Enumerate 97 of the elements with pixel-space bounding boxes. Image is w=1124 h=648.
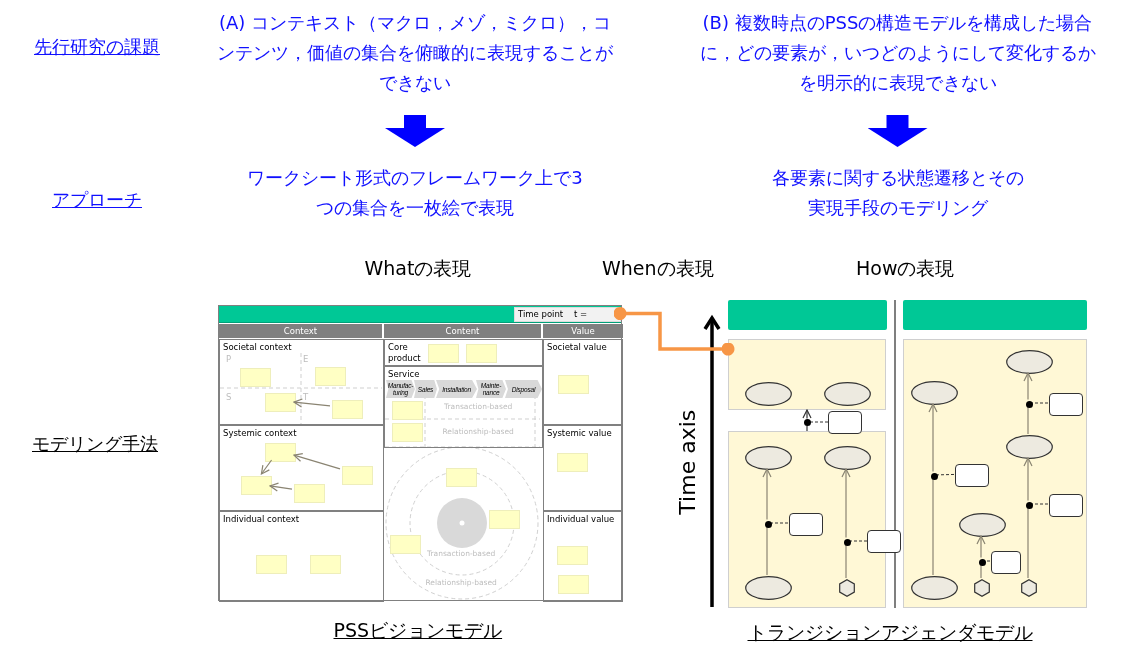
sticky-note <box>332 400 363 419</box>
cell-label: Core product <box>388 342 422 364</box>
junction-dot <box>803 418 811 426</box>
sticky-note <box>240 368 271 387</box>
header-bar <box>903 300 1087 330</box>
problem-statement: (B) 複数時点のPSSの構造モデルを構成した場合に，どの要素が，いつどのようにして変化するかを明示的に表現できない <box>695 8 1100 115</box>
cell-label: Individual context <box>223 514 300 525</box>
worksheet-cell <box>543 425 623 511</box>
quadrant-letter: S <box>226 392 232 403</box>
sticky-note <box>489 510 520 529</box>
worksheet-cell <box>543 511 623 602</box>
arrow <box>260 459 273 475</box>
junction-dot <box>1025 400 1033 408</box>
timeslice-panel <box>728 431 886 608</box>
arrow <box>928 403 938 473</box>
sticky-note <box>557 453 588 472</box>
sticky-note <box>446 468 477 487</box>
axis-label: Time axis <box>674 409 701 515</box>
header-bar <box>728 300 887 330</box>
cell-label: Societal context <box>223 342 292 353</box>
sticky-note <box>428 344 459 363</box>
column-title: Whenの表現 <box>602 256 714 280</box>
cell-label: Societal value <box>547 342 607 353</box>
worksheet-cell <box>384 339 543 366</box>
cell-label: Individual value <box>547 514 615 525</box>
section-heading: アプローチ <box>52 189 142 211</box>
block-arrow <box>385 115 445 147</box>
arrow <box>976 535 986 559</box>
arrow <box>1023 372 1033 401</box>
sticky-note <box>558 375 589 394</box>
sticky-note <box>265 443 296 462</box>
worksheet-cell <box>219 425 384 511</box>
cell-label: Service <box>388 369 420 380</box>
model-caption: トランジションアジェンダモデル <box>747 620 1033 644</box>
model-caption: PSSビジョンモデル <box>333 618 503 642</box>
sticky-note <box>558 575 589 594</box>
column-title: Whatの表現 <box>364 256 472 280</box>
sticky-note <box>241 476 272 495</box>
sticky-note <box>342 466 373 485</box>
leader-line <box>936 473 955 476</box>
junction-dot <box>764 520 772 528</box>
sticky-note <box>392 401 423 420</box>
section-heading: 先行研究の課題 <box>34 36 160 58</box>
leader-line <box>770 522 789 524</box>
leader-line <box>810 421 829 423</box>
worksheet-panel <box>218 305 622 601</box>
sticky-note <box>265 393 296 412</box>
sticky-note <box>256 555 287 574</box>
arrow <box>802 409 812 420</box>
timeslice-panel <box>903 339 1087 608</box>
sticky-note <box>392 423 423 442</box>
means-box <box>991 550 1021 574</box>
arrow <box>762 468 772 521</box>
arrow <box>841 468 851 539</box>
quadrant-letter: T <box>303 392 309 403</box>
time-point-field: Time point t = <box>514 307 621 322</box>
means-box <box>867 529 901 553</box>
block-arrow <box>867 115 928 147</box>
sticky-note <box>315 367 346 386</box>
sticky-note <box>294 484 325 503</box>
worksheet-cell <box>384 366 543 448</box>
means-box <box>1049 493 1083 517</box>
means-box <box>1049 392 1083 416</box>
junction-dot <box>930 472 938 480</box>
junction-dot <box>978 558 986 566</box>
arrow <box>269 482 293 492</box>
arrow <box>293 453 341 470</box>
sticky-note <box>390 535 421 554</box>
timeslice-panel <box>728 339 886 410</box>
column-header: Content <box>384 324 541 338</box>
worksheet-cell <box>543 339 623 425</box>
arrow <box>293 398 331 408</box>
cell-label: Systemic context <box>223 428 297 439</box>
sticky-note <box>466 344 497 363</box>
worksheet-cell <box>219 511 384 602</box>
leader-line <box>984 560 991 562</box>
worksheet-cell <box>219 339 384 425</box>
approach-text: 各要素に関する状態遷移とその実現手段のモデリング <box>770 147 1026 227</box>
approach-text: ワークシート形式のフレームワーク上で3つの集合を一枚絵で表現 <box>240 147 590 227</box>
leader-line <box>849 540 868 542</box>
problem-statement: (A) コンテキスト（マクロ，メゾ，ミクロ），コンテンツ，価値の集合を俯瞰的に表現することができない <box>210 8 620 115</box>
column-header: Value <box>543 324 623 338</box>
section-heading: モデリング手法 <box>32 433 158 455</box>
junction-dot <box>1025 501 1033 509</box>
means-box <box>789 512 823 536</box>
sticky-note <box>310 555 341 574</box>
junction-dot <box>843 538 851 546</box>
means-box <box>955 463 989 487</box>
column-header: Context <box>219 324 382 338</box>
means-box <box>828 410 862 434</box>
quadrant-letter: P <box>226 354 232 365</box>
column-title: Howの表現 <box>856 256 955 280</box>
quadrant-letter: E <box>303 354 309 365</box>
connector-line <box>613 307 735 356</box>
cell-label: Systemic value <box>547 428 612 439</box>
arrow <box>1023 457 1033 502</box>
sticky-note <box>557 546 588 565</box>
